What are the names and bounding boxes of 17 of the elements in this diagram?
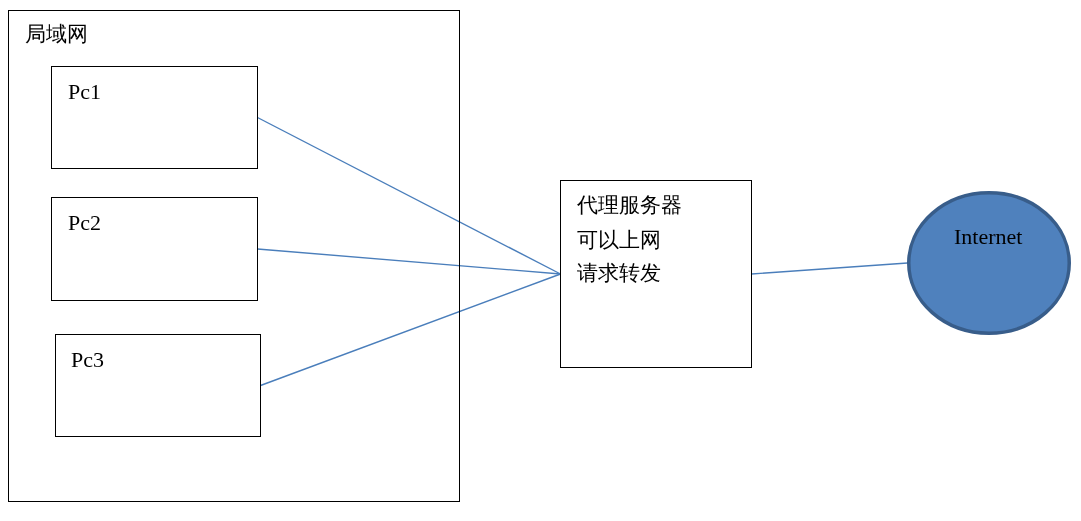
- pc-box: [51, 197, 258, 301]
- ellipse-label: Internet: [954, 226, 1023, 248]
- connector-line: [259, 273, 562, 387]
- box-label: Pc3: [71, 349, 104, 371]
- box-label: 可以上网: [577, 230, 661, 251]
- connector-line: [256, 248, 562, 275]
- box-label: Pc1: [68, 81, 101, 103]
- pc-box: [55, 334, 261, 437]
- connector-line: [256, 116, 562, 275]
- group-box: [8, 10, 460, 502]
- server-box: [560, 180, 752, 368]
- ellipse-node: [907, 191, 1071, 335]
- box-label: 请求转发: [577, 263, 661, 284]
- box-label: Pc2: [68, 212, 101, 234]
- group-title: 局域网: [25, 24, 88, 45]
- box-label: 代理服务器: [577, 195, 682, 216]
- pc-box: [51, 66, 258, 169]
